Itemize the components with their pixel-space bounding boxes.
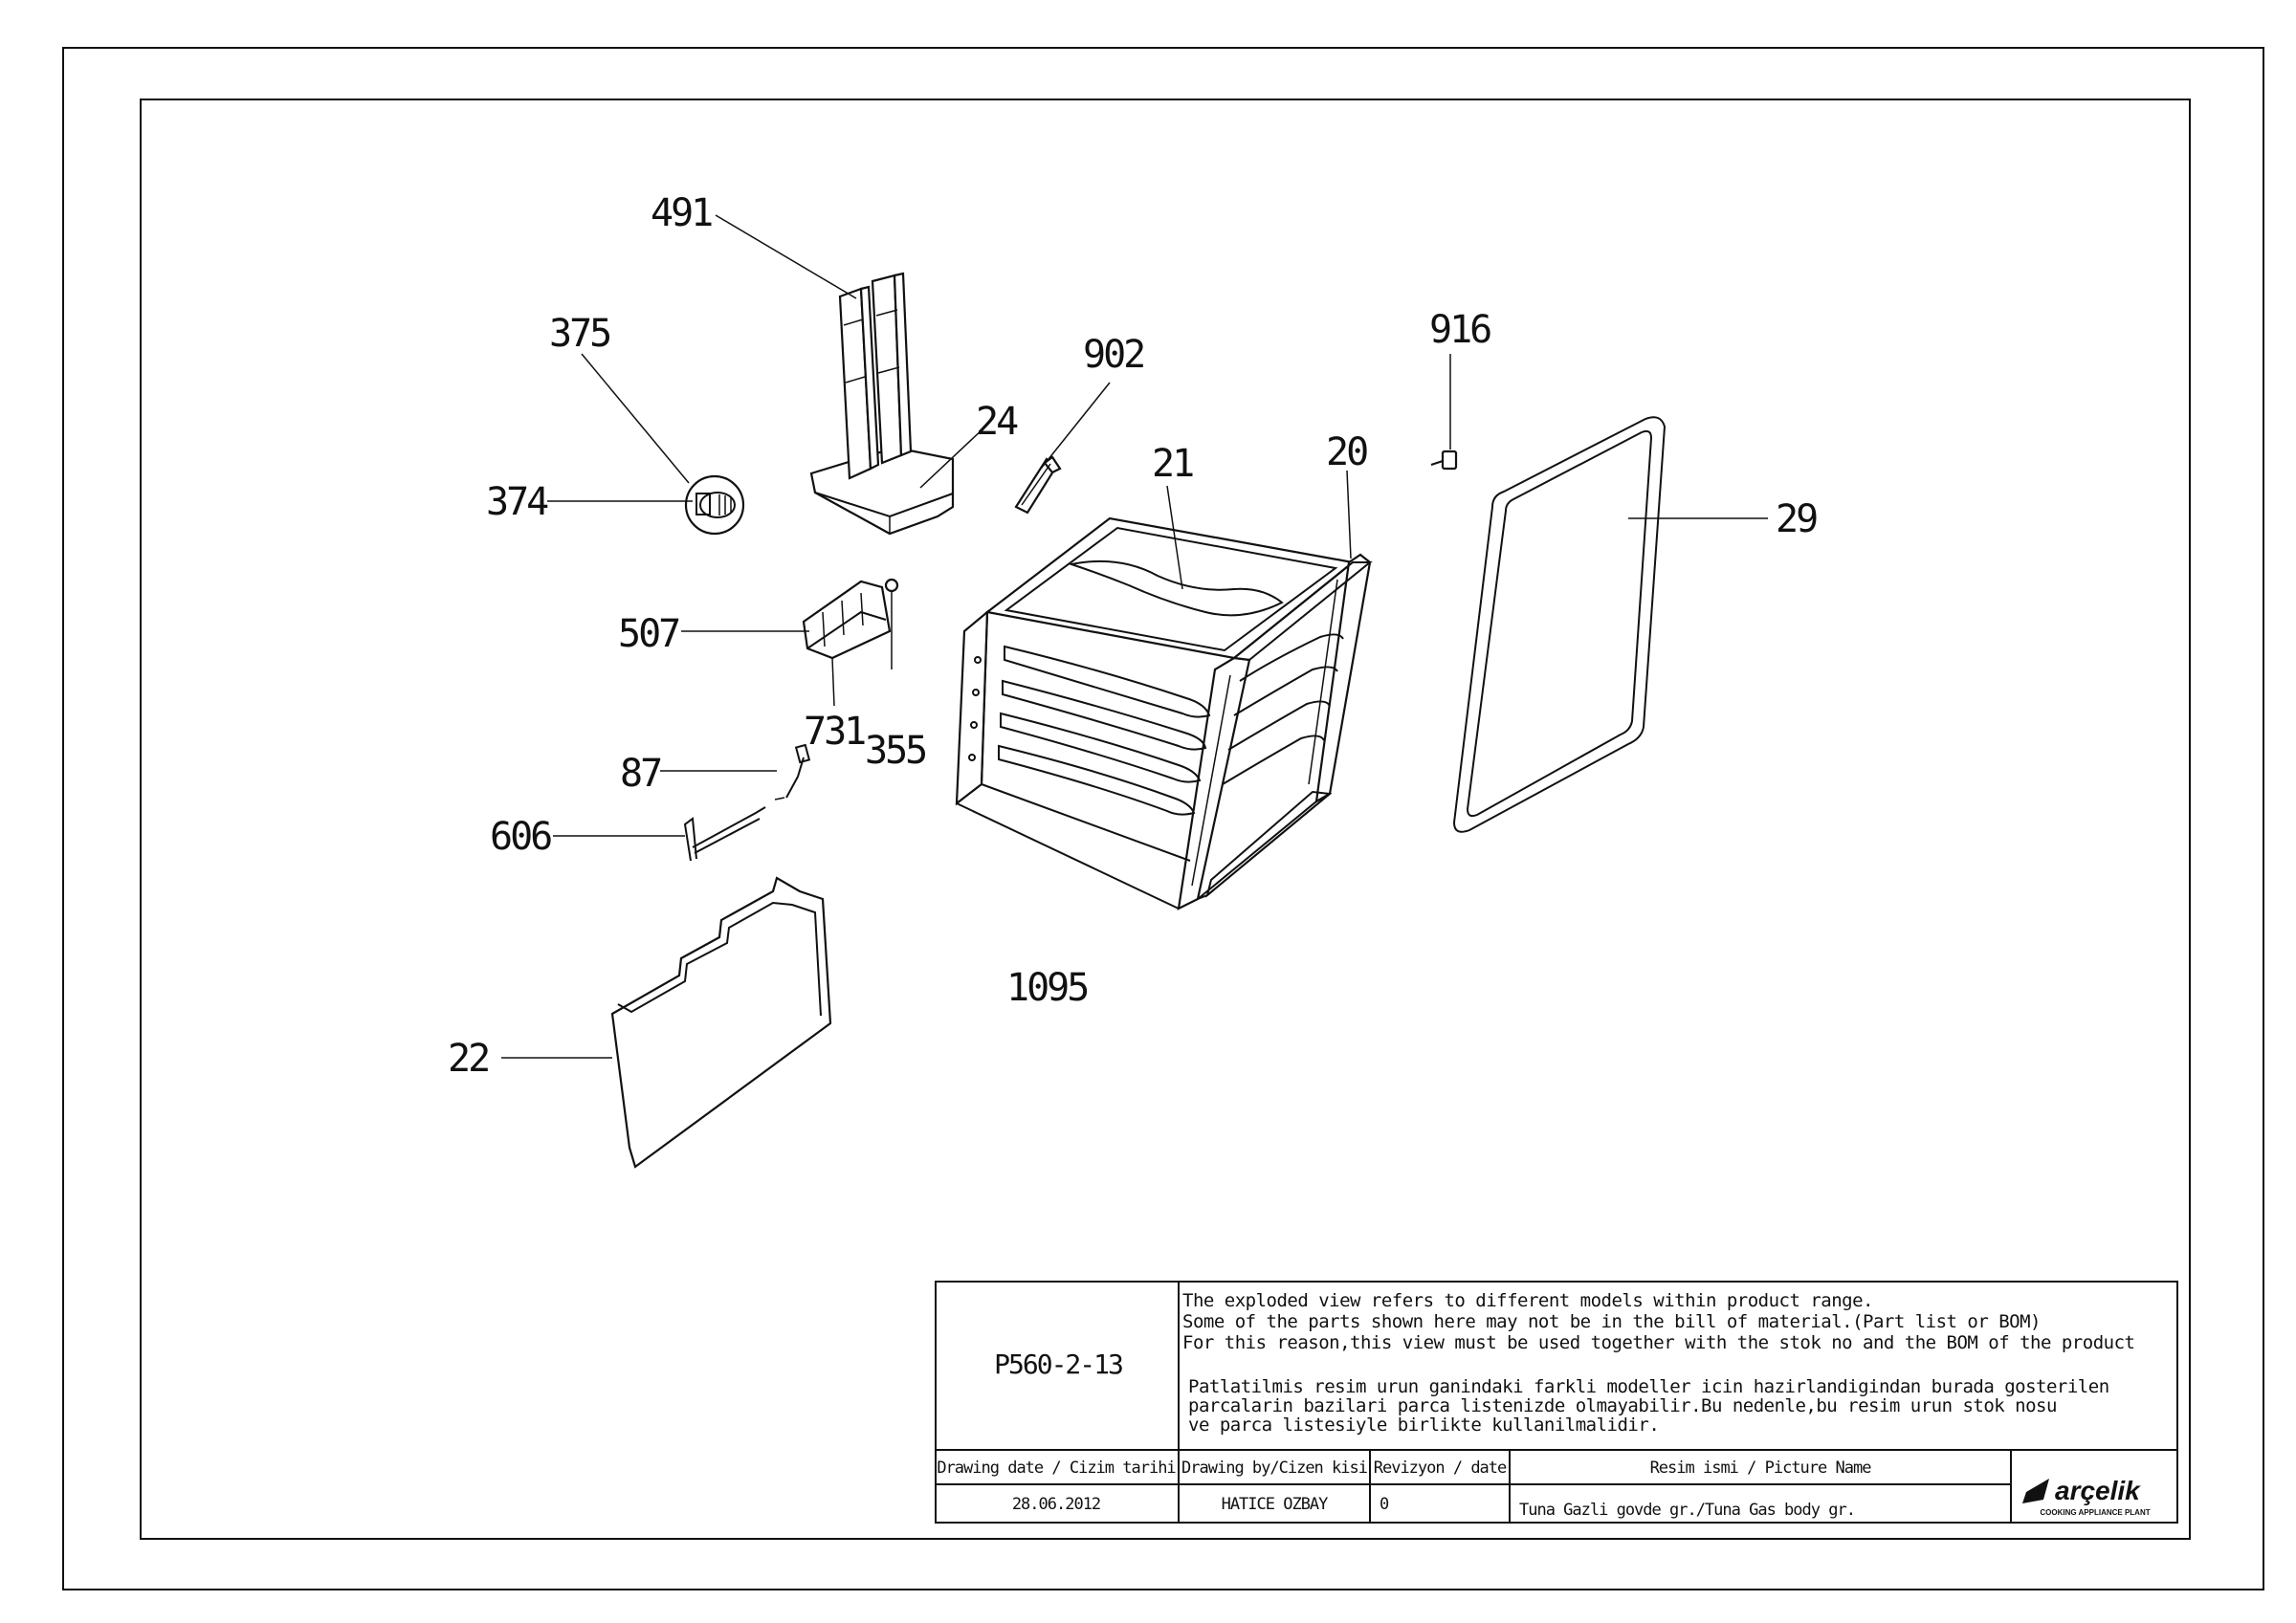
callout-507: 507 xyxy=(618,612,679,656)
callout-labels: 491 375 374 24 902 916 21 20 29 507 731 … xyxy=(448,191,1820,1081)
part-29-door-gasket xyxy=(1452,416,1667,833)
drawing-code: P560-2-13 xyxy=(994,1349,1122,1380)
note-tr-2: parcalarin bazilari parca listenizde olm… xyxy=(1188,1395,2057,1416)
brand-tagline: COOKING APPLIANCE PLANT xyxy=(2040,1508,2150,1517)
part-606-bent-rod xyxy=(683,806,766,862)
part-902-small-bracket xyxy=(1014,455,1062,515)
header-drawing-by: Drawing by/Cizen kisi xyxy=(1181,1459,1368,1478)
inner-frame xyxy=(140,99,2191,1540)
title-block: P560-2-13 The exploded view refers to di… xyxy=(935,1281,2178,1524)
callout-606: 606 xyxy=(490,815,551,859)
part-1095-oven-body xyxy=(955,516,1373,910)
note-en-2: Some of the parts shown here may not be … xyxy=(1182,1311,2041,1332)
part-507-731-burner-assembly xyxy=(802,578,899,669)
leader-902 xyxy=(1040,382,1111,470)
callout-491: 491 xyxy=(651,191,712,235)
arcelik-logo-icon xyxy=(2022,1479,2049,1503)
callout-731: 731 xyxy=(804,710,865,754)
header-picture-name: Resim ismi / Picture Name xyxy=(1650,1459,1872,1478)
callout-29: 29 xyxy=(1776,497,1817,541)
callout-24: 24 xyxy=(976,400,1018,444)
value-drawing-date: 28.06.2012 xyxy=(1012,1495,1100,1514)
part-87-thermocouple xyxy=(774,743,811,801)
callout-902: 902 xyxy=(1083,333,1143,377)
leader-731 xyxy=(831,657,835,707)
note-tr-3: ve parca listesiyle birlikte kullanilmal… xyxy=(1188,1415,1659,1436)
leader-491 xyxy=(715,214,857,299)
callout-375: 375 xyxy=(549,312,609,356)
outer-frame xyxy=(62,47,2264,1590)
callout-916: 916 xyxy=(1429,308,1490,352)
header-drawing-date: Drawing date / Cizim tarihi xyxy=(937,1459,1176,1478)
callout-355: 355 xyxy=(865,729,925,773)
callout-374: 374 xyxy=(486,480,548,524)
callout-22: 22 xyxy=(448,1037,488,1081)
leader-24 xyxy=(919,428,984,489)
leader-20 xyxy=(1346,470,1352,559)
part-374-375-knob xyxy=(684,474,745,536)
note-en-3: For this reason,this view must be used t… xyxy=(1182,1332,2134,1353)
value-picture-name: Tuna Gazli govde gr./Tuna Gas body gr. xyxy=(1519,1501,1855,1520)
title-block-frame xyxy=(935,1281,2178,1524)
arcelik-logo: arçelik COOKING APPLIANCE PLANT xyxy=(2022,1476,2151,1517)
part-22-insulation-panel xyxy=(610,876,832,1169)
value-revision: 0 xyxy=(1380,1495,1389,1514)
part-491-24-bracket-tray xyxy=(809,272,955,536)
value-drawing-by: HATICE OZBAY xyxy=(1222,1495,1329,1514)
leader-21 xyxy=(1166,485,1183,590)
part-916-screw xyxy=(1430,450,1458,471)
callout-87: 87 xyxy=(620,752,661,796)
callout-1095: 1095 xyxy=(1006,966,1087,1010)
callout-21: 21 xyxy=(1152,442,1193,486)
note-tr-1: Patlatilmis resim urun ganindaki farkli … xyxy=(1188,1376,2109,1397)
brand-name: arçelik xyxy=(2055,1476,2141,1505)
leader-375 xyxy=(581,353,690,484)
leader-lines xyxy=(501,214,1768,1059)
callout-20: 20 xyxy=(1326,430,1367,474)
note-en-1: The exploded view refers to different mo… xyxy=(1182,1290,1873,1311)
header-revision: Revizyon / date xyxy=(1374,1459,1507,1478)
